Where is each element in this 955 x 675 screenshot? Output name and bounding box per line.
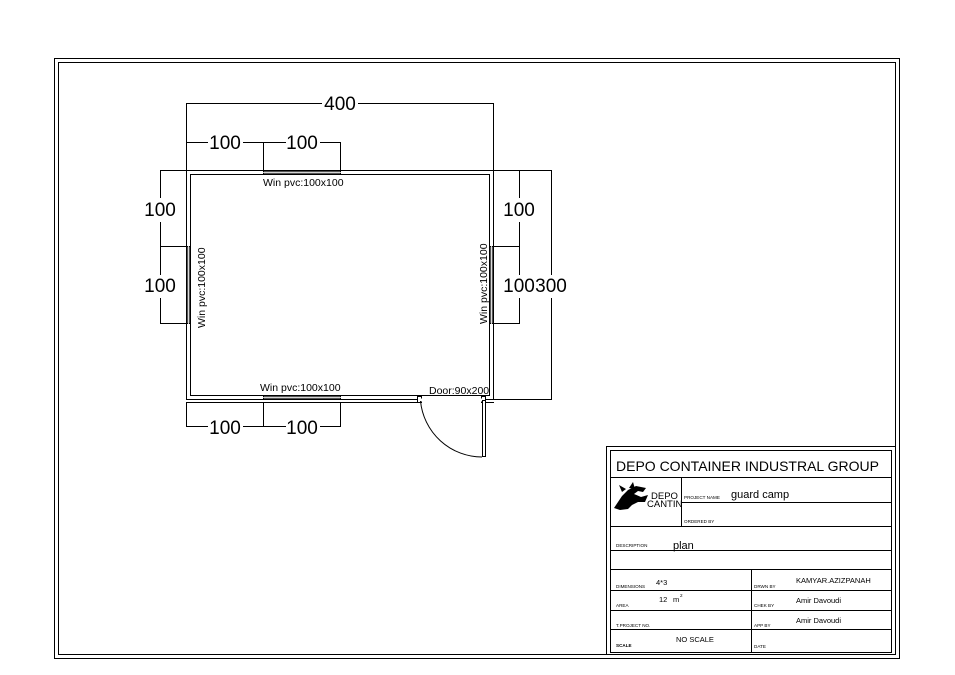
window-right [489,246,494,324]
approved-by-value: Amir Davoudi [796,616,841,625]
dim-left-lower: 100 [144,276,176,297]
approved-by-label: APP BY [754,623,771,628]
logo-line1: DEPO [651,491,678,502]
window-left [186,246,191,324]
dimension-top-segments [186,142,341,170]
dim-top-seg2: 100 [286,133,318,154]
project-name-value: guard camp [731,489,789,501]
sheet-border-inner [58,62,896,655]
dimension-top-overall [186,103,494,170]
wall-outer [186,170,494,400]
door-swing [417,396,486,458]
dim-right-upper: 100 [503,200,535,221]
dim-top-overall: 400 [324,94,356,115]
dimensions-value: 4*3 [656,578,667,587]
griffin-icon [614,482,648,510]
sheet-border-outer [54,58,900,659]
logo-line2: CANTIN [647,499,683,510]
window-right-label: Win pvc:100x100 [478,243,490,324]
area-label: AREA [616,603,629,608]
date-label: DATE [754,644,766,649]
tproject-label: T.PROJECT NO. [616,623,650,628]
dim-right-overall: 300 [535,276,567,297]
checked-by-value: Amir Davoudi [796,596,841,605]
title-block [606,446,896,655]
company-name: DEPO CONTAINER INDUSTRAL GROUP [616,458,879,474]
scale-value: NO SCALE [676,635,714,644]
drawn-by-value: KAMYAR.AZIZPANAH [796,576,871,585]
door-label: Door:90x200 [429,385,489,397]
window-top-label: Win pvc:100x100 [263,177,344,189]
dimension-right [494,170,552,400]
dimension-left [160,170,186,324]
dimension-bottom-segments [186,402,341,427]
area-unit: m [673,595,679,604]
description-value: plan [673,540,694,552]
dim-left-upper: 100 [144,200,176,221]
description-label: DESCRIPTION [616,543,647,548]
project-name-label: PROJECT NAME [684,495,720,500]
area-exponent: 2 [680,593,683,598]
dimensions-label: DIMENSIONS [616,584,645,589]
dim-top-seg1: 100 [209,133,241,154]
drawn-by-label: DRWN BY [754,584,776,589]
window-left-label: Win pvc:100x100 [196,247,208,328]
dim-bottom-seg2: 100 [286,418,318,439]
dim-bottom-seg1: 100 [209,418,241,439]
window-top [263,170,341,175]
floor-plan [160,103,552,458]
window-bottom-label: Win pvc:100x100 [260,382,341,394]
ordered-by-label: ORDERED BY [684,519,714,524]
scale-label: SCALE [616,643,632,648]
dim-right-lower: 100 [503,276,535,297]
window-bottom [263,395,341,400]
area-value: 12 [659,595,667,604]
checked-by-label: CHEK BY [754,603,774,608]
wall-inner [190,174,490,396]
